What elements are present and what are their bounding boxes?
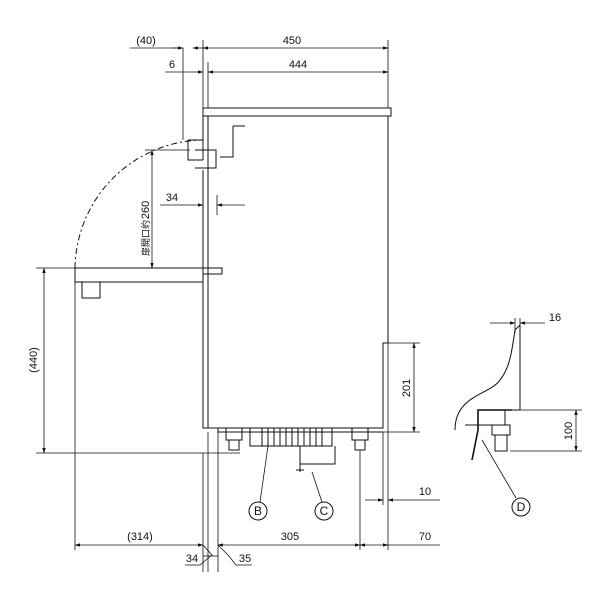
door-swing-arc — [74, 139, 204, 269]
dim-16: 16 — [549, 312, 561, 324]
callout-c-circle — [314, 501, 334, 521]
base-plinth — [217, 428, 383, 433]
open-shelf-handle — [81, 282, 101, 299]
foot-left — [225, 427, 243, 451]
dim-6: 6 — [169, 59, 175, 71]
top-plate — [202, 107, 392, 117]
cabinet-body — [187, 107, 392, 472]
dim-34-handle: 34 — [166, 192, 178, 204]
callout-d-circle — [511, 497, 531, 517]
shelf-divider — [203, 267, 223, 275]
upper-handle — [187, 139, 217, 169]
dim-305: 305 — [281, 531, 299, 543]
dim-450: 450 — [283, 35, 301, 47]
detail-d: 16 100 D — [454, 312, 582, 517]
dim-35-bottom: 35 — [239, 553, 251, 565]
drain-pipe — [296, 446, 336, 472]
detail-d-bracket — [471, 409, 512, 461]
callout-b: B — [254, 504, 262, 518]
callout-d: D — [517, 500, 526, 514]
inner-liner — [220, 125, 245, 158]
detail-d-profile — [454, 325, 521, 431]
dim-201: 201 — [401, 379, 413, 397]
dim-440: (440) — [28, 347, 40, 373]
dim-10: 10 — [419, 486, 431, 498]
open-shelf — [74, 267, 204, 299]
opening-note: 扉開口約 — [140, 220, 151, 256]
dim-40: (40) — [136, 35, 156, 47]
dim-314: (314) — [127, 531, 153, 543]
drain-hose — [249, 427, 333, 447]
callout-c: C — [320, 504, 329, 518]
open-shelf-board — [74, 267, 204, 283]
dim-34-bottom: 34 — [186, 553, 198, 565]
callout-b-circle — [248, 501, 268, 521]
dim-100: 100 — [563, 422, 575, 440]
dim-444: 444 — [289, 59, 307, 71]
dim-70: 70 — [419, 531, 431, 543]
lower-door-front — [202, 274, 218, 429]
dim-260: 260 — [140, 201, 152, 219]
cabinet-outline — [207, 116, 389, 429]
foot-right — [351, 427, 369, 451]
